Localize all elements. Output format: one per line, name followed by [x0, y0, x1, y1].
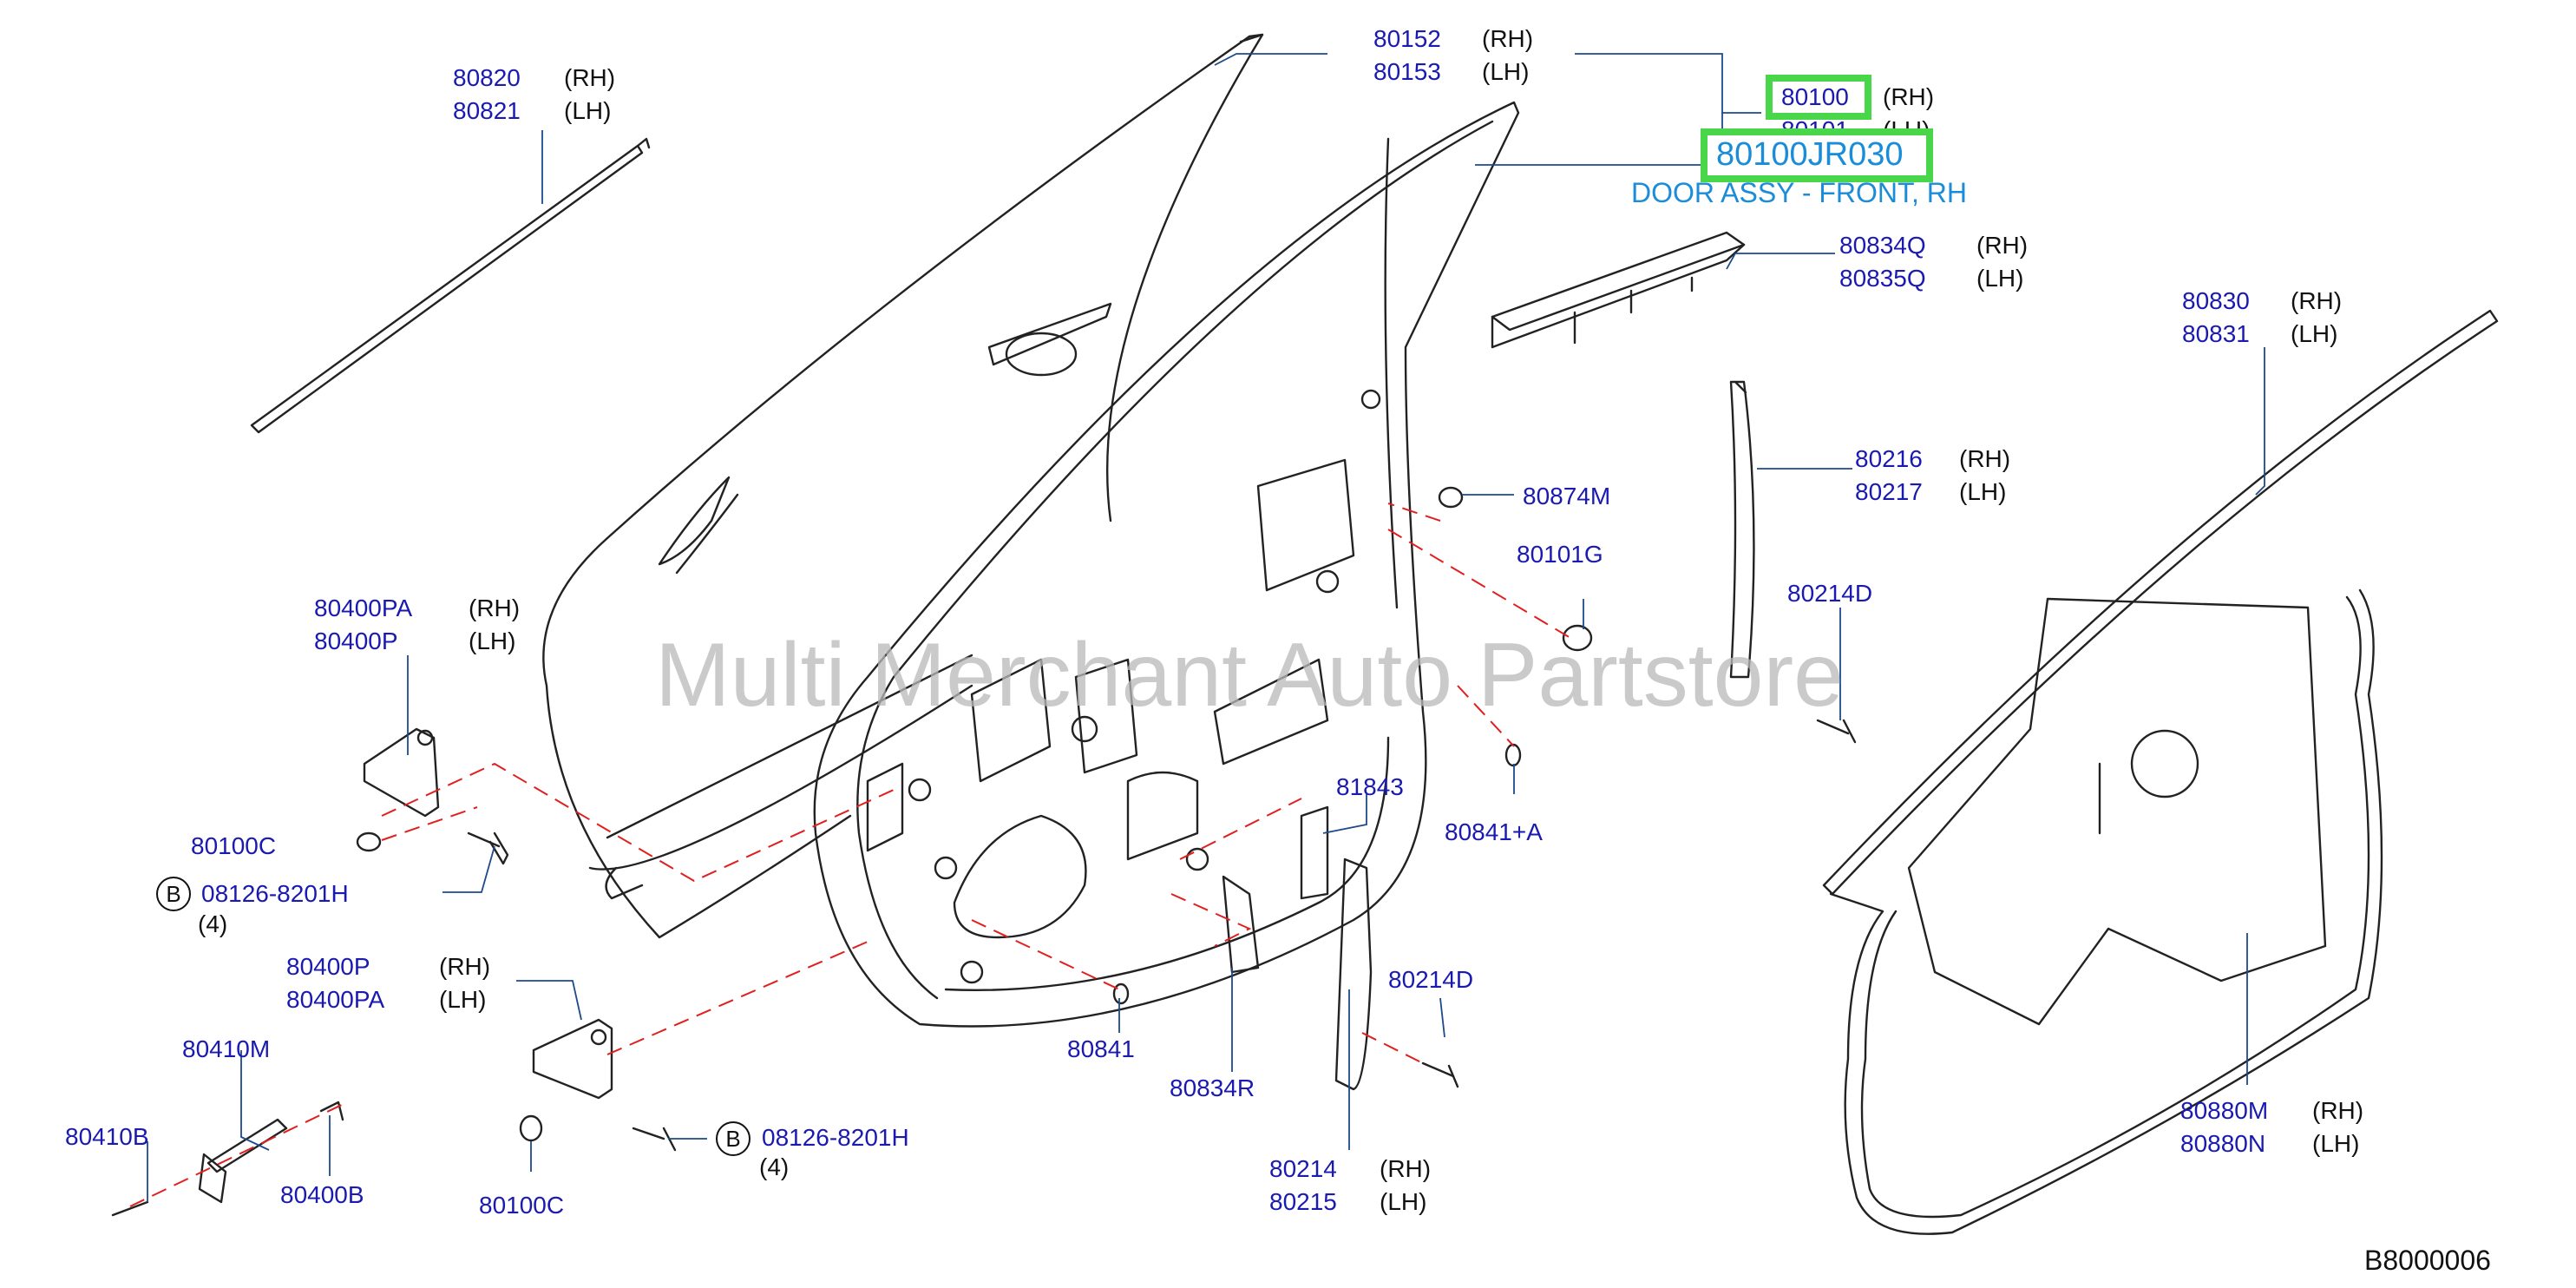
hinge-lower — [532, 1018, 613, 1100]
label-80820: 80820 — [453, 64, 521, 91]
label-80215: 80215 — [1269, 1188, 1337, 1215]
circle-b: B — [716, 1121, 751, 1156]
circle-b: B — [156, 877, 191, 911]
label-08126-8201H: 08126-8201H — [201, 880, 349, 907]
highlight-callout — [1701, 128, 1933, 182]
label-80874M: 80874M — [1523, 483, 1611, 509]
label-80841: 80841 — [1067, 1035, 1135, 1062]
label-80841A: 80841+A — [1445, 818, 1543, 845]
figure-id: B8000006 — [2364, 1245, 2491, 1276]
side-rh: (RH) — [2312, 1097, 2364, 1124]
callout-description: DOOR ASSY - FRONT, RH — [1631, 177, 1968, 208]
label-80821: 80821 — [453, 97, 521, 124]
side-rh: (RH) — [2291, 287, 2343, 314]
weatherstrip-80830 — [1822, 309, 2499, 896]
label-80835Q: 80835Q — [1839, 265, 1926, 292]
side-rh: (RH) — [1482, 25, 1534, 52]
label-80880N: 80880N — [2180, 1130, 2266, 1157]
label-80400P: 80400P — [314, 628, 398, 654]
door-shell — [542, 33, 1264, 939]
side-lh: (LH) — [1482, 58, 1530, 85]
label-80834R: 80834R — [1170, 1074, 1255, 1101]
side-lh: (LH) — [439, 986, 487, 1013]
label-80410M: 80410M — [182, 1035, 271, 1062]
callout-part-number[interactable]: 80100JR030 — [1716, 136, 1904, 173]
sash-80216 — [1729, 380, 1755, 679]
inner-panel — [813, 101, 1520, 1028]
label-80410B: 80410B — [65, 1123, 149, 1150]
side-lh: (LH) — [1959, 478, 2007, 505]
label-80214: 80214 — [1269, 1155, 1337, 1182]
label-80400P: 80400P — [286, 953, 370, 980]
seal-80880M — [1829, 588, 2383, 1235]
label-80153: 80153 — [1373, 58, 1441, 85]
side-rh: (RH) — [469, 595, 521, 621]
label-80400B: 80400B — [280, 1181, 364, 1208]
label-80400PA: 80400PA — [314, 595, 413, 621]
side-lh: (LH) — [564, 97, 612, 124]
label-80152: 80152 — [1373, 25, 1441, 52]
quantity: (4) — [198, 910, 228, 937]
side-lh: (LH) — [2291, 320, 2338, 347]
side-lh: (LH) — [469, 628, 516, 654]
label-80880M: 80880M — [2180, 1097, 2269, 1124]
hinge-upper — [363, 727, 440, 818]
label-80400PA: 80400PA — [286, 986, 385, 1013]
label-80100C: 80100C — [191, 832, 277, 859]
label-80214D: 80214D — [1388, 966, 1474, 993]
side-rh: (RH) — [1976, 232, 2029, 259]
label-80216: 80216 — [1855, 445, 1923, 472]
side-rh: (RH) — [439, 953, 491, 980]
side-rh: (RH) — [1959, 445, 2011, 472]
label-08126-8201H: 08126-8201H — [762, 1124, 909, 1151]
check-link-80410M — [198, 1118, 288, 1204]
label-80834Q: 80834Q — [1839, 232, 1926, 259]
side-lh: (LH) — [1976, 265, 2024, 292]
fasteners — [111, 486, 1857, 1217]
label-80214D: 80214D — [1787, 580, 1873, 607]
side-rh: (RH) — [564, 64, 616, 91]
highlight-80100 — [1766, 75, 1871, 120]
label-80100[interactable]: 80100 — [1781, 83, 1849, 110]
assembly-lines — [129, 503, 1571, 1207]
side-lh: (LH) — [1380, 1188, 1427, 1215]
quantity: (4) — [759, 1153, 790, 1180]
watermark: Multi Merchant Auto Partstore — [655, 625, 1844, 726]
label-80831: 80831 — [2182, 320, 2250, 347]
label-80217: 80217 — [1855, 478, 1923, 505]
label-81843: 81843 — [1336, 773, 1404, 800]
label-80101G: 80101G — [1517, 541, 1603, 568]
weatherstrip-80834Q — [1491, 231, 1746, 349]
side-rh: (RH) — [1380, 1155, 1432, 1182]
side-lh: (LH) — [2312, 1130, 2360, 1157]
label-80830: 80830 — [2182, 287, 2250, 314]
label-80100C: 80100C — [479, 1192, 565, 1219]
moulding-80820 — [250, 137, 651, 434]
side-rh: (RH) — [1883, 83, 1935, 110]
